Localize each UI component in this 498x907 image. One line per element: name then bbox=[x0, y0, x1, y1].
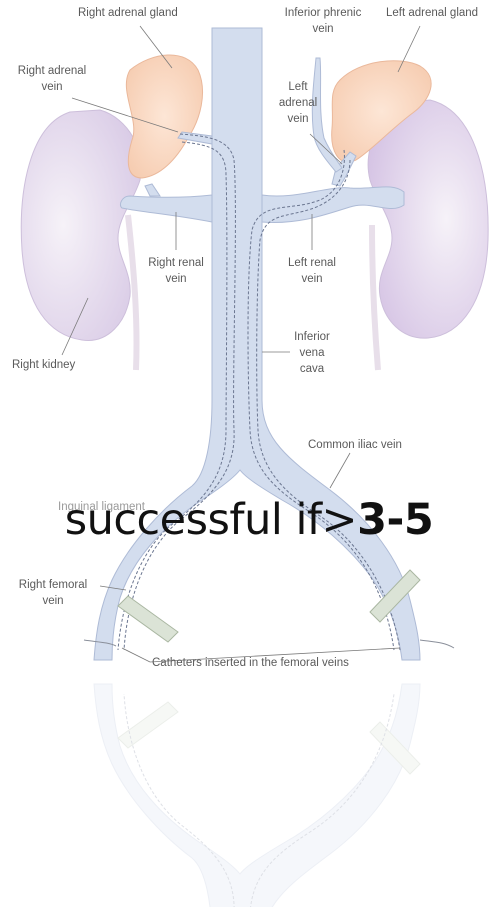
label-left-adrenal-vein-line3: vein bbox=[270, 112, 326, 126]
label-left-adrenal-gland: Left adrenal gland bbox=[386, 6, 478, 20]
label-right-adrenal-vein-line1: Right adrenal bbox=[6, 64, 98, 78]
label-right-femoral-vein-line2: vein bbox=[6, 594, 100, 608]
label-right-adrenal-gland: Right adrenal gland bbox=[78, 6, 178, 20]
left-ureter bbox=[372, 225, 378, 370]
label-right-kidney: Right kidney bbox=[12, 358, 75, 372]
label-inferior-vena-cava-line1: Inferior bbox=[280, 330, 344, 344]
right-kidney-shape bbox=[21, 110, 141, 340]
label-left-adrenal-vein-line1: Left bbox=[270, 80, 326, 94]
label-left-renal-vein-line1: Left renal bbox=[274, 256, 350, 270]
label-common-iliac-vein: Common iliac vein bbox=[308, 438, 402, 452]
overlay-value: 3-5 bbox=[357, 495, 433, 545]
label-left-renal-vein-line2: vein bbox=[274, 272, 350, 286]
label-right-renal-vein-line1: Right renal bbox=[136, 256, 216, 270]
label-inferior-phrenic-vein-line1: Inferior phrenic bbox=[268, 6, 378, 20]
label-inferior-vena-cava-line2: vena bbox=[280, 346, 344, 360]
label-catheters: Catheters inserted in the femoral veins bbox=[152, 656, 349, 670]
label-right-femoral-vein-line1: Right femoral bbox=[6, 578, 100, 592]
overlay-text: successful if>3-5 bbox=[0, 495, 498, 545]
label-inferior-vena-cava-line3: cava bbox=[280, 362, 344, 376]
label-right-renal-vein-line2: vein bbox=[136, 272, 216, 286]
reflection bbox=[0, 672, 498, 907]
right-adrenal-gland-shape bbox=[126, 55, 202, 178]
label-inferior-phrenic-vein-line2: vein bbox=[268, 22, 378, 36]
label-right-adrenal-vein-line2: vein bbox=[6, 80, 98, 94]
overlay-prefix: successful if> bbox=[65, 495, 357, 545]
label-left-adrenal-vein-line2: adrenal bbox=[270, 96, 326, 110]
